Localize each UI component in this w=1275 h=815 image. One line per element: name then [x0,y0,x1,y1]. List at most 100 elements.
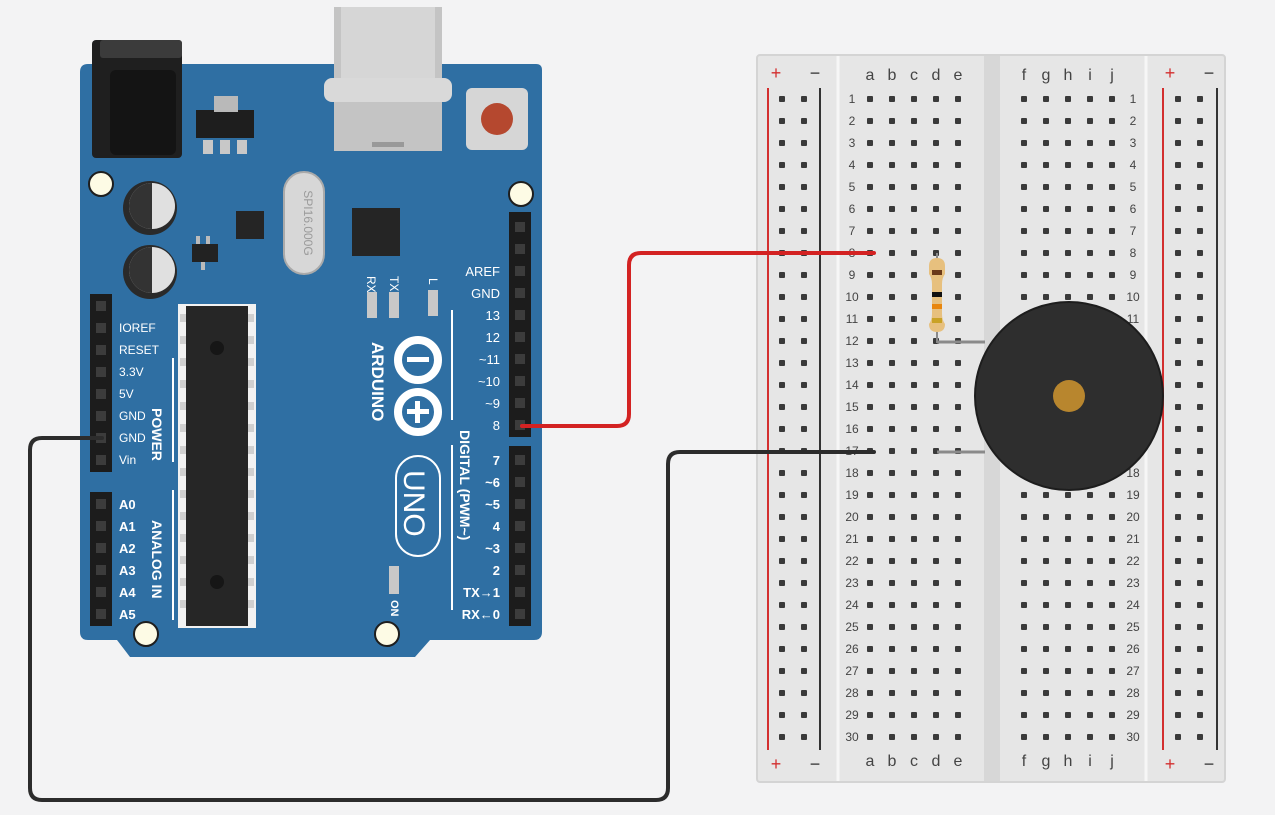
breadboard-hole[interactable] [889,272,895,278]
breadboard-hole[interactable] [955,140,961,146]
breadboard-hole[interactable] [1087,690,1093,696]
rail-hole[interactable] [1175,184,1181,190]
rail-hole[interactable] [1175,558,1181,564]
breadboard-hole[interactable] [911,492,917,498]
breadboard-hole[interactable] [867,404,873,410]
breadboard-hole[interactable] [1021,734,1027,740]
breadboard-hole[interactable] [1087,96,1093,102]
breadboard-hole[interactable] [955,250,961,256]
breadboard-hole[interactable] [1021,536,1027,542]
breadboard-hole[interactable] [889,184,895,190]
rail-hole[interactable] [779,712,785,718]
rail-hole[interactable] [779,272,785,278]
breadboard-hole[interactable] [911,118,917,124]
breadboard-hole[interactable] [889,382,895,388]
rail-hole[interactable] [1175,140,1181,146]
rail-hole[interactable] [779,668,785,674]
breadboard-hole[interactable] [933,404,939,410]
breadboard-hole[interactable] [911,206,917,212]
breadboard-hole[interactable] [1043,712,1049,718]
breadboard-hole[interactable] [867,162,873,168]
breadboard-hole[interactable] [1109,580,1115,586]
header-pin[interactable] [515,587,525,597]
breadboard-hole[interactable] [1021,690,1027,696]
header-pin[interactable] [515,288,525,298]
rail-hole[interactable] [779,118,785,124]
rail-hole[interactable] [1175,646,1181,652]
breadboard-hole[interactable] [1043,272,1049,278]
breadboard-hole[interactable] [1087,734,1093,740]
breadboard-hole[interactable] [933,580,939,586]
breadboard-hole[interactable] [933,646,939,652]
rail-hole[interactable] [1197,272,1203,278]
rail-hole[interactable] [1175,162,1181,168]
breadboard-hole[interactable] [1021,140,1027,146]
breadboard-hole[interactable] [911,448,917,454]
breadboard-hole[interactable] [911,382,917,388]
header-pin[interactable] [515,244,525,254]
header-pin[interactable] [96,455,106,465]
breadboard-hole[interactable] [1065,228,1071,234]
breadboard-hole[interactable] [955,492,961,498]
rail-hole[interactable] [779,294,785,300]
breadboard-hole[interactable] [1021,712,1027,718]
rail-hole[interactable] [1175,492,1181,498]
breadboard-hole[interactable] [933,558,939,564]
breadboard-hole[interactable] [1065,250,1071,256]
breadboard-hole[interactable] [955,184,961,190]
breadboard-hole[interactable] [1065,734,1071,740]
breadboard-hole[interactable] [933,470,939,476]
breadboard-hole[interactable] [1021,272,1027,278]
breadboard-hole[interactable] [933,206,939,212]
header-pin[interactable] [96,543,106,553]
breadboard-hole[interactable] [955,228,961,234]
breadboard-hole[interactable] [867,624,873,630]
breadboard-hole[interactable] [1043,228,1049,234]
breadboard-hole[interactable] [911,734,917,740]
rail-hole[interactable] [1197,404,1203,410]
breadboard-hole[interactable] [867,536,873,542]
breadboard-hole[interactable] [889,734,895,740]
rail-hole[interactable] [1175,470,1181,476]
rail-hole[interactable] [801,470,807,476]
breadboard-hole[interactable] [1065,580,1071,586]
rail-hole[interactable] [1197,734,1203,740]
breadboard-hole[interactable] [955,734,961,740]
breadboard-hole[interactable] [867,602,873,608]
breadboard-hole[interactable] [911,646,917,652]
breadboard-hole[interactable] [1065,602,1071,608]
header-pin[interactable] [515,609,525,619]
rail-hole[interactable] [1175,294,1181,300]
rail-hole[interactable] [779,206,785,212]
rail-hole[interactable] [1197,646,1203,652]
breadboard-hole[interactable] [1087,580,1093,586]
breadboard-hole[interactable] [1043,558,1049,564]
breadboard-hole[interactable] [1043,184,1049,190]
header-pin[interactable] [515,332,525,342]
breadboard-hole[interactable] [1043,96,1049,102]
breadboard-hole[interactable] [911,338,917,344]
rail-hole[interactable] [801,690,807,696]
breadboard-hole[interactable] [889,514,895,520]
breadboard-hole[interactable] [867,382,873,388]
breadboard-hole[interactable] [1109,184,1115,190]
breadboard-hole[interactable] [867,558,873,564]
breadboard-hole[interactable] [933,140,939,146]
rail-hole[interactable] [801,514,807,520]
rail-hole[interactable] [1175,734,1181,740]
rail-hole[interactable] [1175,712,1181,718]
rail-hole[interactable] [1197,624,1203,630]
rail-hole[interactable] [801,426,807,432]
breadboard-hole[interactable] [911,316,917,322]
breadboard-hole[interactable] [1043,536,1049,542]
header-pin[interactable] [96,499,106,509]
breadboard-hole[interactable] [1109,96,1115,102]
header-pin[interactable] [515,376,525,386]
header-pin[interactable] [96,389,106,399]
breadboard-hole[interactable] [1087,558,1093,564]
rail-hole[interactable] [801,338,807,344]
header-pin[interactable] [515,310,525,320]
breadboard-hole[interactable] [1043,580,1049,586]
breadboard-hole[interactable] [889,250,895,256]
rail-hole[interactable] [801,668,807,674]
